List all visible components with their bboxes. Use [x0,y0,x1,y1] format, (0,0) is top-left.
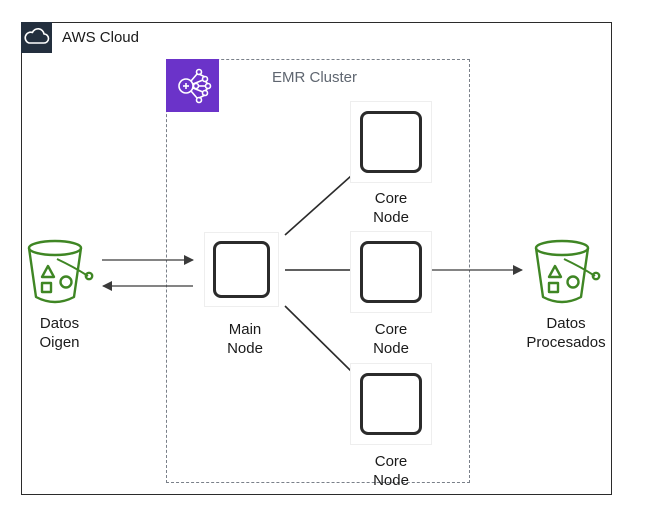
source-label: Datos Oigen [24,314,95,352]
link-main-core-bottom [284,305,352,372]
core-node-bottom [351,364,431,444]
core-node-label-line2: Node [373,209,409,226]
core-node-top-label: Core Node [351,189,431,227]
core-node-label-line1: Core [374,453,408,470]
destination-label: Datos Procesados [516,314,616,352]
core-node-middle [351,232,431,312]
emr-cluster-title: EMR Cluster [272,69,358,86]
aws-cloud-title: AWS Cloud [62,29,139,46]
emr-icon [166,59,219,112]
core-node-icon [360,373,422,435]
core-node-icon [360,111,422,173]
s3-bucket-icon [531,235,602,310]
main-node-label: Main Node [205,320,285,358]
source-label-line2: Oigen [39,334,80,351]
s3-bucket-icon [24,235,95,310]
main-node [205,233,278,306]
cloud-icon [21,22,52,53]
core-node-label-line1: Core [374,190,408,207]
main-node-icon [213,241,270,298]
core-node-label-line2: Node [373,340,409,357]
main-node-label-line1: Main [228,321,262,338]
core-node-top [351,102,431,182]
main-node-label-line2: Node [227,340,263,357]
emr-cluster-group [166,59,470,483]
destination-label-line1: Datos [546,315,586,332]
destination-label-line2: Procesados [526,334,606,351]
core-node-bottom-label: Core Node [351,452,431,490]
core-node-middle-label: Core Node [351,320,431,358]
aws-cloud-group [21,22,612,495]
core-node-label-line1: Core [374,321,408,338]
link-main-core-top [284,175,352,236]
core-node-label-line2: Node [373,472,409,489]
core-node-icon [360,241,422,303]
source-label-line1: Datos [39,315,80,332]
